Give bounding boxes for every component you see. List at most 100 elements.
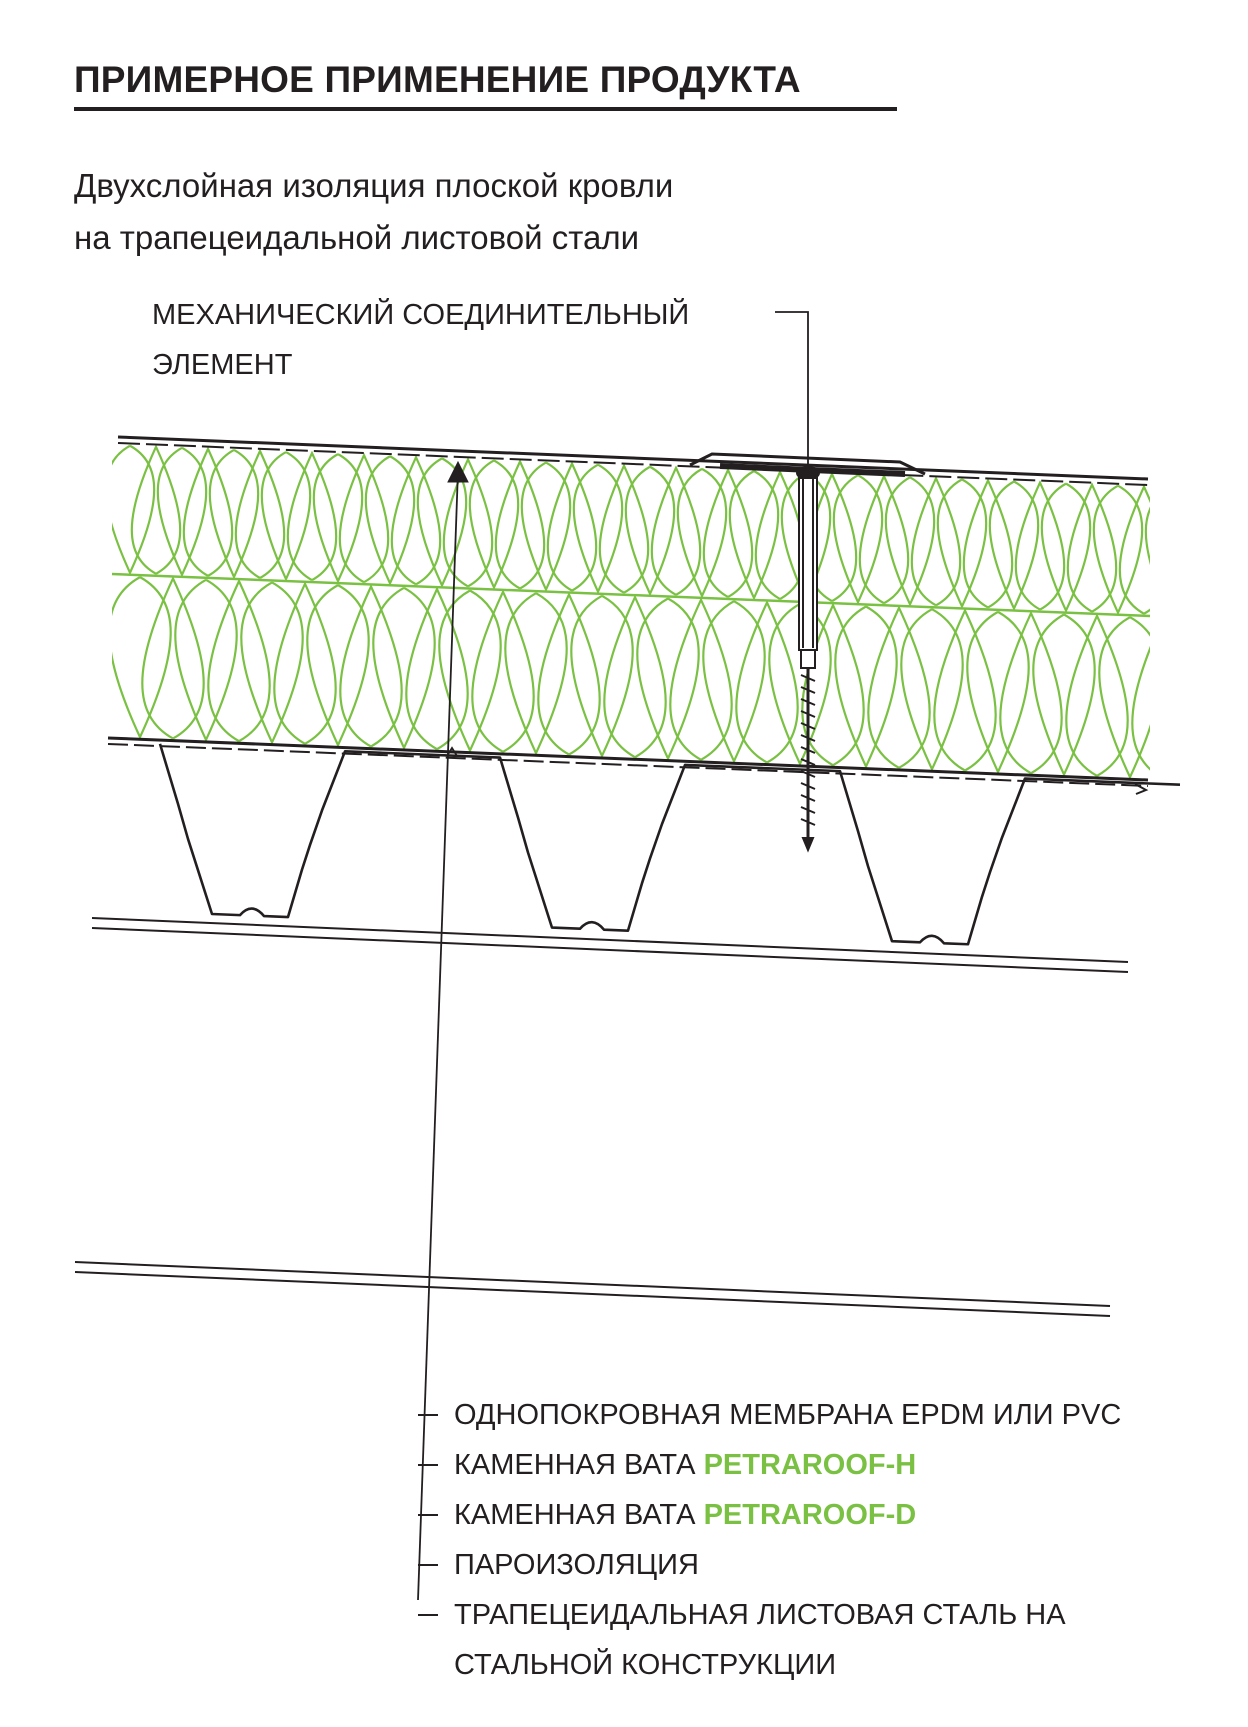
legend-item-text: ПАРОИЗОЛЯЦИЯ bbox=[454, 1549, 699, 1581]
insulation-fibre-loop bbox=[208, 448, 260, 580]
insulation-fibre-loop bbox=[1131, 615, 1150, 780]
insulation-fibre-loop bbox=[364, 455, 416, 586]
insulation-fibre-loop bbox=[141, 575, 205, 740]
insulation-fibre-loop bbox=[966, 610, 1030, 775]
insulation-fibre-loop bbox=[1065, 613, 1129, 777]
insulation-fibre-loop bbox=[372, 586, 436, 751]
insulation-fibre-loop bbox=[471, 589, 535, 753]
legend-item-text: КАМЕННАЯ ВАТА bbox=[454, 1449, 704, 1481]
insulation-fibre-loop bbox=[1032, 613, 1096, 778]
mechanical-fastener bbox=[796, 466, 820, 853]
insulation-fibre-loop bbox=[1144, 486, 1150, 616]
vapour-barrier bbox=[107, 736, 1149, 795]
insulation-fibre-loop bbox=[768, 602, 832, 767]
insulation-fibre-loop bbox=[156, 446, 208, 578]
insulation-fibre-loop bbox=[339, 583, 403, 748]
insulation-fibre-loop bbox=[286, 450, 338, 582]
insulation-fibre-loop bbox=[405, 586, 469, 751]
insulation-lower-layer bbox=[112, 575, 1150, 780]
legend-item-product-name: PETRAROOF-H bbox=[703, 1449, 917, 1481]
insulation-fibre-loop bbox=[468, 459, 520, 591]
insulation-fibre-loop bbox=[240, 581, 304, 746]
insulation-fibre-loop bbox=[570, 594, 634, 759]
insulation-fibre-loop bbox=[702, 467, 754, 598]
insulation-fibre-loop bbox=[260, 451, 312, 582]
insulation-fibre-loop bbox=[537, 591, 601, 756]
insulation-fibre-loop bbox=[936, 478, 988, 610]
insulation-fibre-loop bbox=[962, 477, 1014, 609]
insulation-fibre-loop bbox=[1040, 482, 1092, 614]
legend-item-membrane: ОДНОПОКРОВНАЯ МЕМБРАНА EPDM ИЛИ PVC bbox=[418, 1390, 1122, 1440]
insulation-fibre-loop bbox=[669, 597, 733, 761]
insulation-fibre-loop bbox=[1098, 616, 1150, 780]
insulation-fibre-loop bbox=[174, 578, 238, 743]
insulation-fibre-loop bbox=[112, 576, 172, 740]
fastener-leader-line bbox=[775, 311, 809, 466]
insulation-fibre-loop bbox=[130, 444, 182, 575]
legend-item-petraroof-h: КАМЕННАЯ ВАТА PETRAROOF-H bbox=[418, 1440, 917, 1490]
insulation-fibre-loop bbox=[910, 475, 962, 607]
insulation-fibre-loop bbox=[636, 597, 700, 762]
fastener-label-line-2: ЭЛЕМЕНТ bbox=[152, 349, 293, 381]
insulation-fibre-loop bbox=[1172, 489, 1220, 616]
insulation-fibre-loop bbox=[676, 467, 728, 599]
insulation-fibre-loop bbox=[442, 456, 494, 588]
fastener-label-line-1: МЕХАНИЧЕСКИЙ СОЕДИНИТЕЛЬНЫЙ bbox=[152, 299, 690, 331]
insulation-fibre-loop bbox=[834, 605, 898, 770]
insulation-fibre-loop bbox=[234, 448, 286, 579]
insulation-fibre-loop bbox=[832, 474, 884, 605]
insulation-fibre-loop bbox=[273, 581, 337, 745]
insulation-fibre-loop bbox=[306, 584, 370, 748]
insulation-fibre-loop bbox=[438, 589, 502, 754]
legend-item-vapour-barrier: ПАРОИЗОЛЯЦИЯ bbox=[418, 1540, 699, 1590]
insulation-fibre-loop bbox=[603, 594, 667, 759]
insulation-fibre-loop bbox=[867, 605, 931, 769]
insulation-fibre-loop bbox=[735, 599, 799, 764]
page-title: ПРИМЕРНОЕ ПРИМЕНЕНИЕ ПРОДУКТА bbox=[74, 59, 801, 100]
subtitle-line-2: на трапецеидальной листовой стали bbox=[74, 219, 640, 256]
legend-tick bbox=[418, 1564, 438, 1566]
insulation-fibre-loop bbox=[207, 578, 271, 743]
fastener-label: МЕХАНИЧЕСКИЙ СОЕДИНИТЕЛЬНЫЙ ЭЛЕМЕНТ bbox=[152, 290, 689, 390]
subtitle: Двухслойная изоляция плоской кровли на т… bbox=[74, 160, 673, 264]
insulation-fibre-loop bbox=[884, 476, 936, 607]
insulation-fibre-loop bbox=[182, 446, 234, 577]
insulation-fibre-loop bbox=[504, 592, 568, 756]
membrane bbox=[117, 435, 1149, 486]
insulation-fibre-loop bbox=[650, 465, 702, 596]
steel-beam-upper bbox=[91, 917, 1129, 973]
title-underline bbox=[74, 107, 897, 111]
legend-item-steel-deck: ТРАПЕЦЕИДАЛЬНАЯ ЛИСТОВАЯ СТАЛЬ НА СТАЛЬН… bbox=[418, 1590, 1066, 1690]
legend-tick bbox=[418, 1614, 438, 1616]
insulation-board-joint bbox=[111, 572, 1151, 618]
insulation-fibre-loop bbox=[112, 444, 156, 576]
insulation-fibre-loop bbox=[1118, 484, 1150, 615]
insulation-fibre-loop bbox=[312, 453, 364, 584]
insulation-fibre-loop bbox=[900, 608, 964, 772]
legend-item-text-line-2: СТАЛЬНОЙ КОНСТРУКЦИИ bbox=[454, 1649, 837, 1681]
steel-beam-lower bbox=[74, 1261, 1111, 1317]
legend-item-product-name: PETRAROOF-D bbox=[703, 1499, 917, 1531]
insulation-fibre-loop bbox=[1066, 482, 1118, 613]
insulation-fibre-loop bbox=[494, 458, 546, 590]
insulation-fibre-loop bbox=[390, 454, 442, 586]
legend-leader-line bbox=[417, 460, 469, 1601]
insulation-fibre-loop bbox=[1014, 479, 1066, 611]
insulation-fibre-loop bbox=[520, 461, 572, 593]
insulation-fibre-loop bbox=[338, 452, 390, 584]
legend-item-text: КАМЕННАЯ ВАТА bbox=[454, 1499, 704, 1531]
insulation-fibre-loop bbox=[624, 465, 676, 597]
insulation-fibre-loop bbox=[702, 600, 766, 764]
legend-item-text: ОДНОПОКРОВНАЯ МЕМБРАНА EPDM ИЛИ PVC bbox=[454, 1399, 1122, 1431]
insulation-fibre-loop bbox=[988, 480, 1040, 612]
insulation-fibre-loop bbox=[546, 460, 598, 592]
legend-tick bbox=[418, 1414, 438, 1416]
legend-tick bbox=[418, 1464, 438, 1466]
legend-tick bbox=[418, 1514, 438, 1516]
insulation-fibre-loop bbox=[933, 607, 997, 772]
legend-item-petraroof-d: КАМЕННАЯ ВАТА PETRAROOF-D bbox=[418, 1490, 917, 1540]
subtitle-line-1: Двухслойная изоляция плоской кровли bbox=[74, 167, 674, 204]
insulation-fibre-loop bbox=[728, 470, 780, 601]
insulation-fibre-loop bbox=[1092, 484, 1144, 616]
